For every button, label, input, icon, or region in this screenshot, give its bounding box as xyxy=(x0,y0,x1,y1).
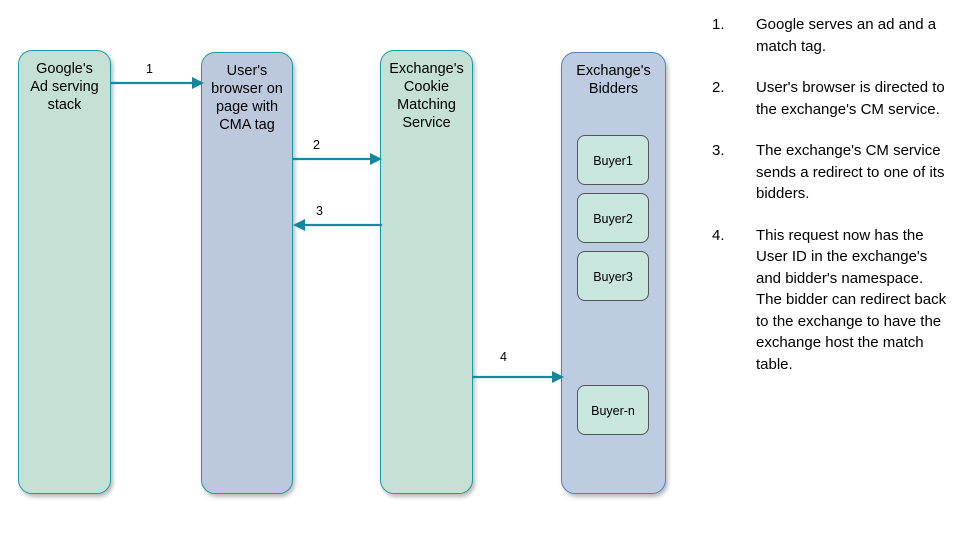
step-item-2: 2. User's browser is directed to the exc… xyxy=(712,77,950,120)
lane-google-label-line-1: Google's xyxy=(36,61,93,77)
lane-browser-label-line-1: User's xyxy=(226,63,268,79)
step-2-number: 2. xyxy=(712,79,725,96)
step-1-number: 1. xyxy=(712,16,725,33)
lane-browser-label-line-4: CMA tag xyxy=(219,117,275,133)
step-item-3: 3. The exchange's CM service sends a red… xyxy=(712,140,950,205)
step-1-text: Google serves an ad and a match tag. xyxy=(756,16,937,55)
lane-bidders-label-line-2: Bidders xyxy=(588,81,639,97)
arrow-4-label: 4 xyxy=(500,350,507,364)
lane-google-ad-serving-stack: Google's Ad serving stack xyxy=(18,50,111,494)
buyer-box-1: Buyer1 xyxy=(577,135,649,185)
arrow-3-label: 3 xyxy=(316,204,323,218)
lane-bidders-label-line-1: Exchange's xyxy=(576,63,651,79)
lane-google-label-line-2: Ad serving xyxy=(30,79,99,95)
arrow-3-cms-to-browser xyxy=(293,219,382,231)
steps-list: 1. Google serves an ad and a match tag. … xyxy=(712,14,950,395)
arrow-2-browser-to-cms xyxy=(292,153,382,165)
buyer-box-n: Buyer-n xyxy=(577,385,649,435)
lane-cms-label-line-3: Matching xyxy=(397,97,456,113)
arrow-1-google-to-browser xyxy=(110,77,204,89)
arrow-1-label: 1 xyxy=(146,62,153,76)
arrow-2-label: 2 xyxy=(313,138,320,152)
lane-cms-label-line-1: Exchange's xyxy=(389,61,464,77)
lane-browser-label-line-3: page with xyxy=(215,99,279,115)
lane-google-label-line-3: stack xyxy=(47,97,82,113)
lane-cms-label-line-4: Service xyxy=(402,115,451,131)
arrow-4-cms-to-bidders xyxy=(472,371,564,383)
step-item-4: 4. This request now has the User ID in t… xyxy=(712,225,950,376)
step-3-number: 3. xyxy=(712,142,725,159)
step-4-text: This request now has the User ID in the … xyxy=(756,226,947,373)
step-4-number: 4. xyxy=(712,226,725,244)
lane-user-browser: User's browser on page with CMA tag xyxy=(201,52,293,494)
lane-exchange-cookie-matching-service: Exchange's Cookie Matching Service xyxy=(380,50,473,494)
step-2-text: User's browser is directed to the exchan… xyxy=(756,79,945,118)
buyer-box-2: Buyer2 xyxy=(577,193,649,243)
buyer-box-3: Buyer3 xyxy=(577,251,649,301)
lane-cms-label-line-2: Cookie xyxy=(403,79,450,95)
step-item-1: 1. Google serves an ad and a match tag. xyxy=(712,14,950,57)
lane-browser-label-line-2: browser on xyxy=(211,81,283,97)
step-3-text: The exchange's CM service sends a redire… xyxy=(756,142,945,202)
